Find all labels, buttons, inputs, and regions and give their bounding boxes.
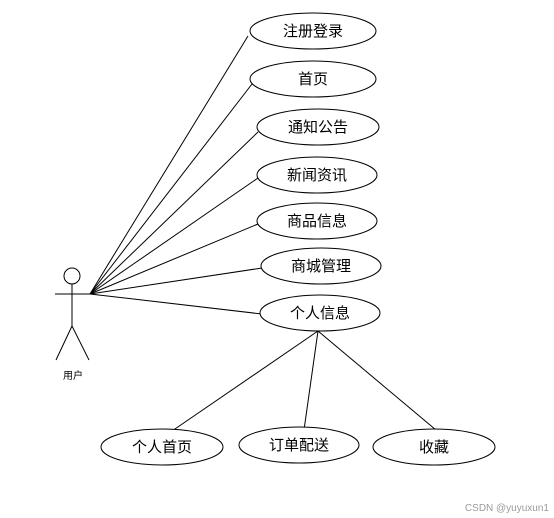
use-case-order-delivery: 订单配送 bbox=[238, 426, 360, 464]
use-case-personal-info: 个人信息 bbox=[259, 294, 381, 332]
use-case-label: 个人首页 bbox=[132, 438, 192, 456]
use-case-home: 首页 bbox=[249, 60, 377, 98]
use-case-label: 商城管理 bbox=[291, 257, 351, 275]
use-case-label: 注册登录 bbox=[283, 22, 343, 40]
use-case-label: 商品信息 bbox=[287, 212, 347, 230]
actor-associations bbox=[89, 35, 263, 315]
association-order-delivery bbox=[303, 330, 319, 431]
use-case-notice: 通知公告 bbox=[256, 108, 380, 146]
use-case-label: 订单配送 bbox=[269, 436, 329, 454]
association-mall-management bbox=[89, 267, 263, 295]
association-favorites bbox=[317, 330, 437, 431]
association-personal-home bbox=[171, 330, 319, 432]
actor-label: 用户 bbox=[63, 369, 83, 382]
association-home bbox=[89, 83, 253, 295]
use-case-favorites: 收藏 bbox=[372, 428, 496, 466]
association-news bbox=[89, 177, 259, 295]
actor-figure: 用户 bbox=[55, 267, 90, 382]
actor-head bbox=[63, 267, 81, 285]
use-case-product-info: 商品信息 bbox=[256, 202, 378, 240]
use-case-label: 通知公告 bbox=[288, 118, 348, 136]
use-case-personal-home: 个人首页 bbox=[100, 428, 224, 466]
use-case-label: 首页 bbox=[298, 70, 328, 88]
use-case-label: 新闻资讯 bbox=[287, 166, 347, 184]
association-product-info bbox=[89, 223, 259, 295]
sub-associations bbox=[171, 330, 437, 432]
use-case-label: 收藏 bbox=[419, 438, 449, 456]
association-register-login bbox=[89, 35, 249, 295]
actor-right-leg bbox=[71, 325, 90, 361]
use-case-register-login: 注册登录 bbox=[249, 12, 377, 50]
use-case-mall-management: 商城管理 bbox=[260, 247, 382, 285]
actor-left-leg bbox=[55, 325, 73, 361]
watermark: CSDN @yuyuxun1 bbox=[465, 503, 550, 514]
association-personal-info bbox=[89, 293, 263, 315]
association-notice bbox=[89, 131, 259, 295]
use-case-label: 个人信息 bbox=[290, 304, 350, 322]
use-case-news: 新闻资讯 bbox=[256, 156, 378, 194]
